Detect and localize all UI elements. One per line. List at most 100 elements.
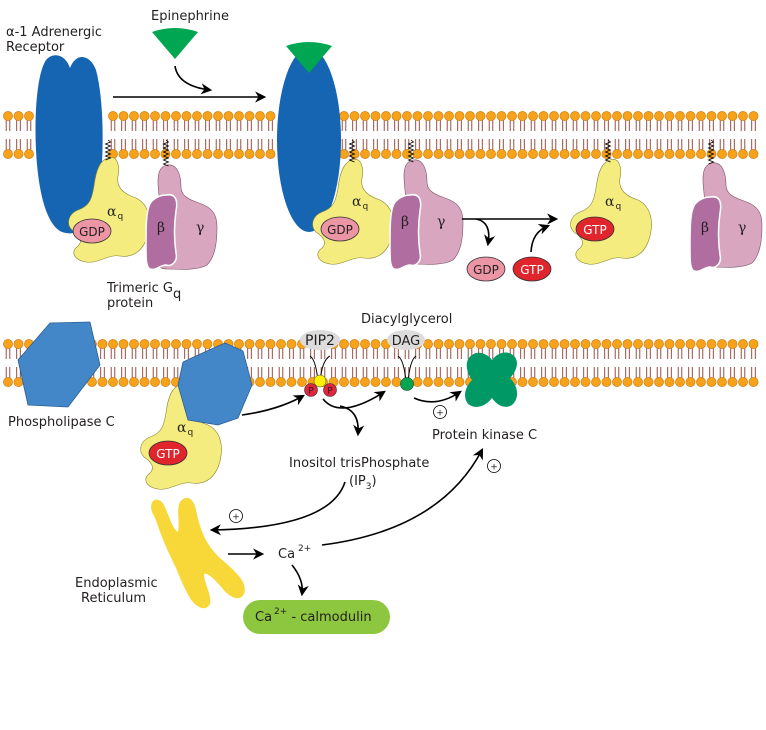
lipid-head-inner <box>538 138 549 160</box>
phosphate-2-label: P <box>327 387 333 397</box>
pip2-glycerol <box>313 374 327 388</box>
lipid-head-inner <box>559 138 570 160</box>
lipid-head-outer <box>286 338 297 360</box>
lipid-head-inner <box>632 138 644 160</box>
lipid-head-outer <box>370 110 381 132</box>
free-gtp-label: GTP <box>520 263 543 277</box>
alpha-q-label-2: αq <box>352 194 368 212</box>
lipid-head-outer <box>527 110 539 132</box>
trimeric-gq-label: Trimeric Gq <box>106 281 181 302</box>
lipid-head-outer <box>485 110 497 132</box>
alpha-q-label: αq <box>107 204 123 222</box>
lipid-head-outer <box>181 338 192 360</box>
ca-to-pkc-arrow <box>321 448 484 546</box>
lipid-head-outer <box>538 110 549 132</box>
lipid-head-inner <box>454 138 465 160</box>
lipid-head-outer <box>149 110 161 132</box>
lipid-head-outer <box>674 110 686 132</box>
lipid-head-inner <box>622 138 633 160</box>
lipid-head-outer <box>590 110 602 132</box>
lipid-head-outer <box>748 338 759 360</box>
binding-arrow <box>174 65 213 95</box>
lipid-head-inner <box>422 138 434 160</box>
lipid-head-outer <box>559 338 570 360</box>
lipid-head-outer <box>548 338 560 360</box>
lipid-head-outer <box>97 338 108 360</box>
lipid-head-inner <box>370 366 381 388</box>
lipid-head-inner <box>569 138 581 160</box>
lipid-head-outer <box>401 110 413 132</box>
lipid-head-outer <box>349 110 360 132</box>
lipid-head-outer <box>380 110 392 132</box>
lipid-head-inner <box>727 138 738 160</box>
gdp-bound-2 <box>320 216 360 242</box>
lipid-head-outer <box>254 110 266 132</box>
lipid-head-outer <box>412 110 423 132</box>
lipid-head-outer <box>632 110 644 132</box>
lipid-head-outer <box>160 110 171 132</box>
lipid-head-inner <box>590 138 602 160</box>
lipid-head-outer <box>370 338 381 360</box>
lipid-head-inner <box>632 366 644 388</box>
gdp-bound <box>72 218 112 244</box>
lipid-head-outer <box>149 338 161 360</box>
lipid-head-inner <box>296 366 308 388</box>
lipid-head-outer <box>748 110 759 132</box>
lipid-head-outer <box>118 338 129 360</box>
lipid-head-outer <box>139 110 150 132</box>
lipid-head-inner <box>643 366 654 388</box>
lipid-head-inner <box>170 138 182 160</box>
lipid-head-inner <box>2 138 14 160</box>
lipid-head-outer <box>422 338 434 360</box>
lipid-head-inner <box>191 138 203 160</box>
lipid-head-outer <box>107 110 119 132</box>
gamma-label-3: γ <box>738 220 746 236</box>
epinephrine-label: Epinephrine <box>151 9 229 24</box>
lipid-head-inner <box>464 138 476 160</box>
dag-badge <box>387 330 425 350</box>
gtp-label: GTP <box>583 223 606 237</box>
plus-er-label: + <box>232 513 240 523</box>
lipid-head-inner <box>527 138 539 160</box>
lipid-head-inner <box>695 138 707 160</box>
lipid-head-inner <box>286 366 297 388</box>
gamma-label-2: γ <box>437 214 445 230</box>
dag-head <box>400 377 414 391</box>
lipid-head-outer <box>139 338 150 360</box>
lipid-head-inner <box>611 366 623 388</box>
lipid-head-inner <box>622 366 633 388</box>
lipid-anchor <box>162 139 170 167</box>
endoplasmic-reticulum <box>151 497 245 609</box>
lipid-head-inner <box>139 366 150 388</box>
lipid-head-outer <box>517 338 528 360</box>
lipid-head-outer <box>433 110 444 132</box>
lipid-head-inner <box>160 366 171 388</box>
lipid-head-inner <box>202 138 213 160</box>
lipid-head-inner <box>506 138 518 160</box>
protein-kinase-c-label: Protein kinase C <box>432 428 537 443</box>
lipid-head-outer <box>181 110 192 132</box>
lipid-head-inner <box>181 138 192 160</box>
lipid-head-outer <box>706 338 717 360</box>
lipid-head-inner <box>685 366 696 388</box>
lipid-head-inner <box>611 138 623 160</box>
beta-label: β <box>157 220 165 236</box>
lipid-head-inner <box>580 138 591 160</box>
lipid-head-inner <box>548 366 560 388</box>
lipid-head-outer <box>716 338 728 360</box>
lipid-head-outer <box>464 110 476 132</box>
trimeric-gq-label-line2: protein <box>107 296 153 311</box>
lipid-head-outer <box>128 338 140 360</box>
lipid-head-outer <box>569 338 581 360</box>
lipid-head-outer <box>664 110 675 132</box>
lipid-head-inner <box>338 366 350 388</box>
ca-to-calmodulin-arrow <box>291 564 309 597</box>
lipid-head-inner <box>139 138 150 160</box>
lipid-head-outer <box>685 338 696 360</box>
lipid-anchor <box>604 139 612 163</box>
lipid-head-outer <box>2 110 14 132</box>
lipid-head-outer <box>13 110 24 132</box>
lipid-head-outer <box>107 338 119 360</box>
lipid-head-outer <box>233 110 245 132</box>
